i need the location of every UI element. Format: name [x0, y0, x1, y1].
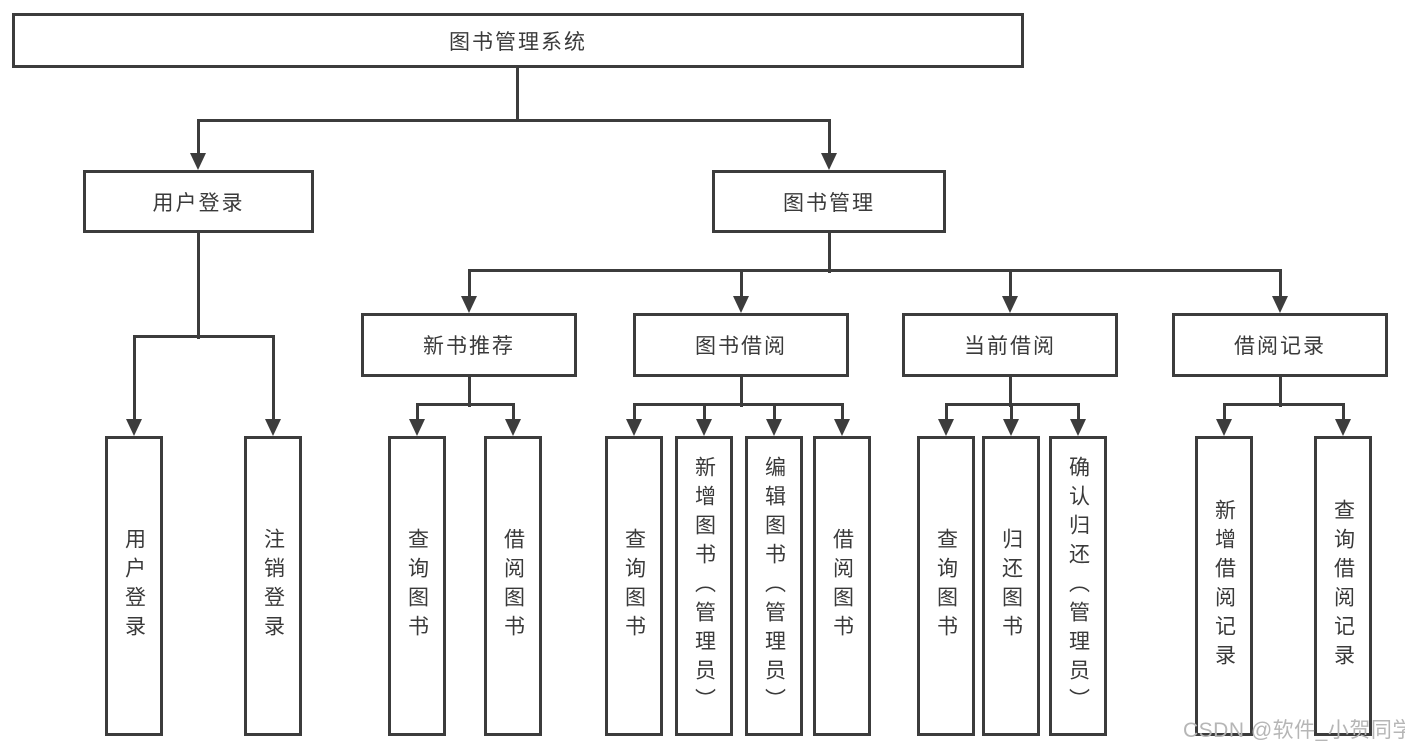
- arrowhead-down-icon: [834, 419, 850, 436]
- arrowhead-down-icon: [696, 419, 712, 436]
- arrowhead-down-icon: [1272, 296, 1288, 313]
- leaf-logout: 注销登录: [244, 436, 302, 736]
- arrowhead-down-icon: [1070, 419, 1086, 436]
- node-new-book-recommend: 新书推荐: [361, 313, 577, 377]
- leaf-query-books-current: 查询图书: [917, 436, 975, 736]
- arrowhead-down-icon: [1002, 296, 1018, 313]
- arrowhead-down-icon: [1003, 419, 1019, 436]
- arrowhead-down-icon: [626, 419, 642, 436]
- node-current-borrow: 当前借阅: [902, 313, 1118, 377]
- arrowhead-down-icon: [409, 419, 425, 436]
- node-user-login: 用户登录: [83, 170, 314, 233]
- leaf-edit-books-admin: 编辑图书（管理员）: [745, 436, 803, 736]
- leaf-borrow-books-recommend: 借阅图书: [484, 436, 542, 736]
- arrowhead-down-icon: [938, 419, 954, 436]
- arrowhead-down-icon: [461, 296, 477, 313]
- arrowhead-down-icon: [733, 296, 749, 313]
- arrowhead-down-icon: [505, 419, 521, 436]
- leaf-query-books-borrow: 查询图书: [605, 436, 663, 736]
- arrowhead-down-icon: [1335, 419, 1351, 436]
- node-borrow-records: 借阅记录: [1172, 313, 1388, 377]
- leaf-query-borrow-record: 查询借阅记录: [1314, 436, 1372, 736]
- arrowhead-down-icon: [1216, 419, 1232, 436]
- csdn-watermark: CSDN @软件_小贺同学: [1183, 719, 1405, 742]
- arrowhead-down-icon: [190, 153, 206, 170]
- node-book-borrow: 图书借阅: [633, 313, 849, 377]
- leaf-return-books: 归还图书: [982, 436, 1040, 736]
- leaf-confirm-return-admin: 确认归还（管理员）: [1049, 436, 1107, 736]
- arrowhead-down-icon: [766, 419, 782, 436]
- arrowhead-down-icon: [821, 153, 837, 170]
- leaf-user-login: 用户登录: [105, 436, 163, 736]
- leaf-add-books-admin: 新增图书（管理员）: [675, 436, 733, 736]
- node-root: 图书管理系统: [12, 13, 1024, 68]
- arrowhead-down-icon: [126, 419, 142, 436]
- arrowhead-down-icon: [265, 419, 281, 436]
- node-book-management: 图书管理: [712, 170, 946, 233]
- leaf-borrow-books: 借阅图书: [813, 436, 871, 736]
- leaf-add-borrow-record: 新增借阅记录: [1195, 436, 1253, 736]
- leaf-query-books-recommend: 查询图书: [388, 436, 446, 736]
